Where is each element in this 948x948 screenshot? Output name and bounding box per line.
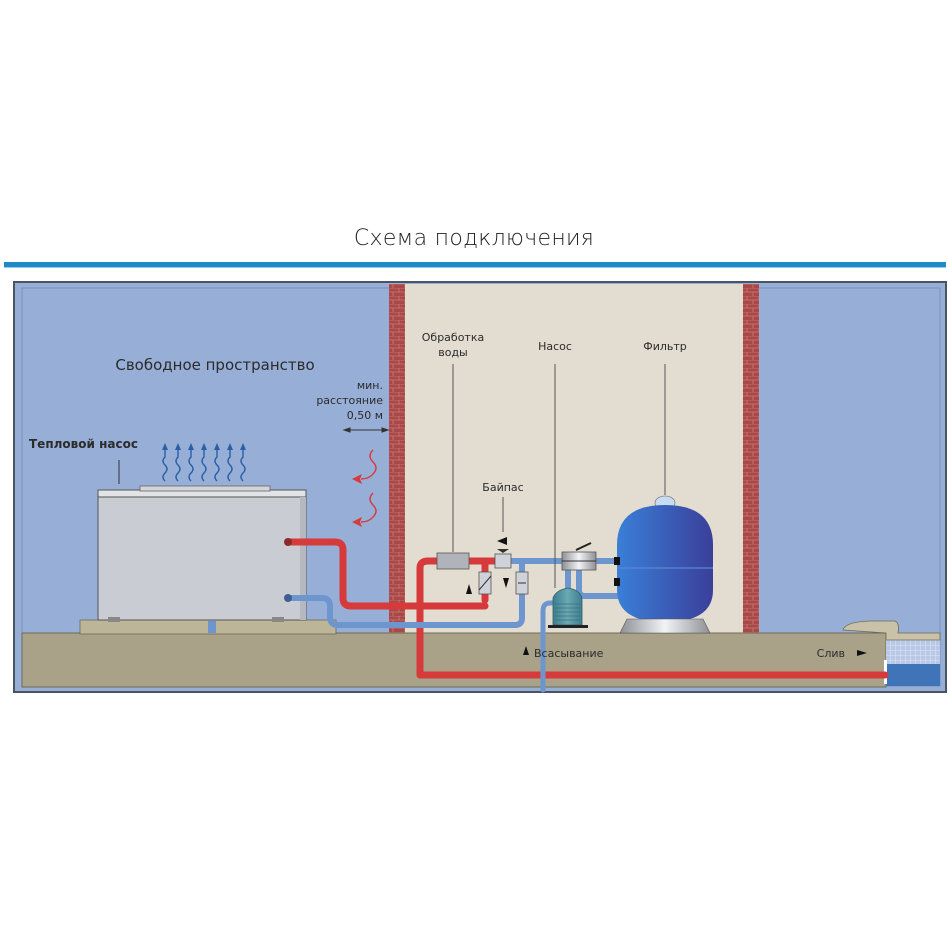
ground-slab (21, 632, 887, 688)
filter-label: Фильтр (643, 340, 687, 353)
min-distance-label-2: расстояние (316, 394, 383, 407)
cold-air-arrowhead (162, 443, 168, 450)
filter-stand (619, 618, 711, 634)
cold-air-wave (162, 449, 168, 482)
bypass-valve (494, 553, 512, 569)
min-distance-label-1: мин. (357, 379, 383, 392)
cold-air-arrowhead (214, 443, 220, 450)
cold-air-wave (175, 449, 181, 482)
cold-air-arrowhead (175, 443, 181, 450)
min-distance-dimension (342, 427, 390, 433)
cold-air-arrowhead (240, 443, 246, 450)
pool-edge (842, 620, 941, 641)
bypass-label: Байпас (482, 481, 523, 494)
cold-air-arrowhead (201, 443, 207, 450)
drain-label: Слив (817, 647, 845, 660)
cold-air-wave (227, 449, 233, 482)
pool-water (886, 664, 940, 686)
bypass-arrow-icon (497, 537, 507, 545)
water-treatment-label-1: Обработка (422, 331, 484, 344)
heat-pump-unit (97, 489, 307, 621)
water-treatment-label-2: воды (438, 346, 468, 359)
cold-air-arrowhead (188, 443, 194, 450)
cold-air-wave (240, 449, 246, 482)
suction-arrow-icon (523, 646, 529, 655)
cold-air-wave (214, 449, 220, 482)
brick-wall-right (743, 284, 759, 634)
pool-tiles (886, 640, 940, 664)
diagram-title: Схема подключения (353, 226, 595, 251)
cold-air-wave (188, 449, 194, 482)
warm-air-arrows-icon (352, 449, 377, 527)
title-underline (4, 262, 946, 268)
pump-unit (552, 587, 583, 626)
suction-label: Всасывание (534, 647, 604, 660)
free-space-label: Свободное пространство (115, 356, 314, 374)
drain-arrow-icon (857, 650, 867, 656)
cold-air-arrows-icon (162, 443, 246, 482)
filter-tank (617, 505, 713, 622)
heat-pump-label: Тепловой насос (29, 437, 138, 451)
cold-air-arrowhead (227, 443, 233, 450)
water-treatment-unit (436, 552, 470, 570)
min-distance-label-3: 0,50 м (347, 409, 383, 422)
flow-up-arrow-icon (466, 584, 472, 594)
brick-wall-left (389, 284, 405, 634)
flow-down-arrow-icon (503, 578, 509, 588)
cold-air-wave (201, 449, 207, 482)
pump-label: Насос (538, 340, 572, 353)
